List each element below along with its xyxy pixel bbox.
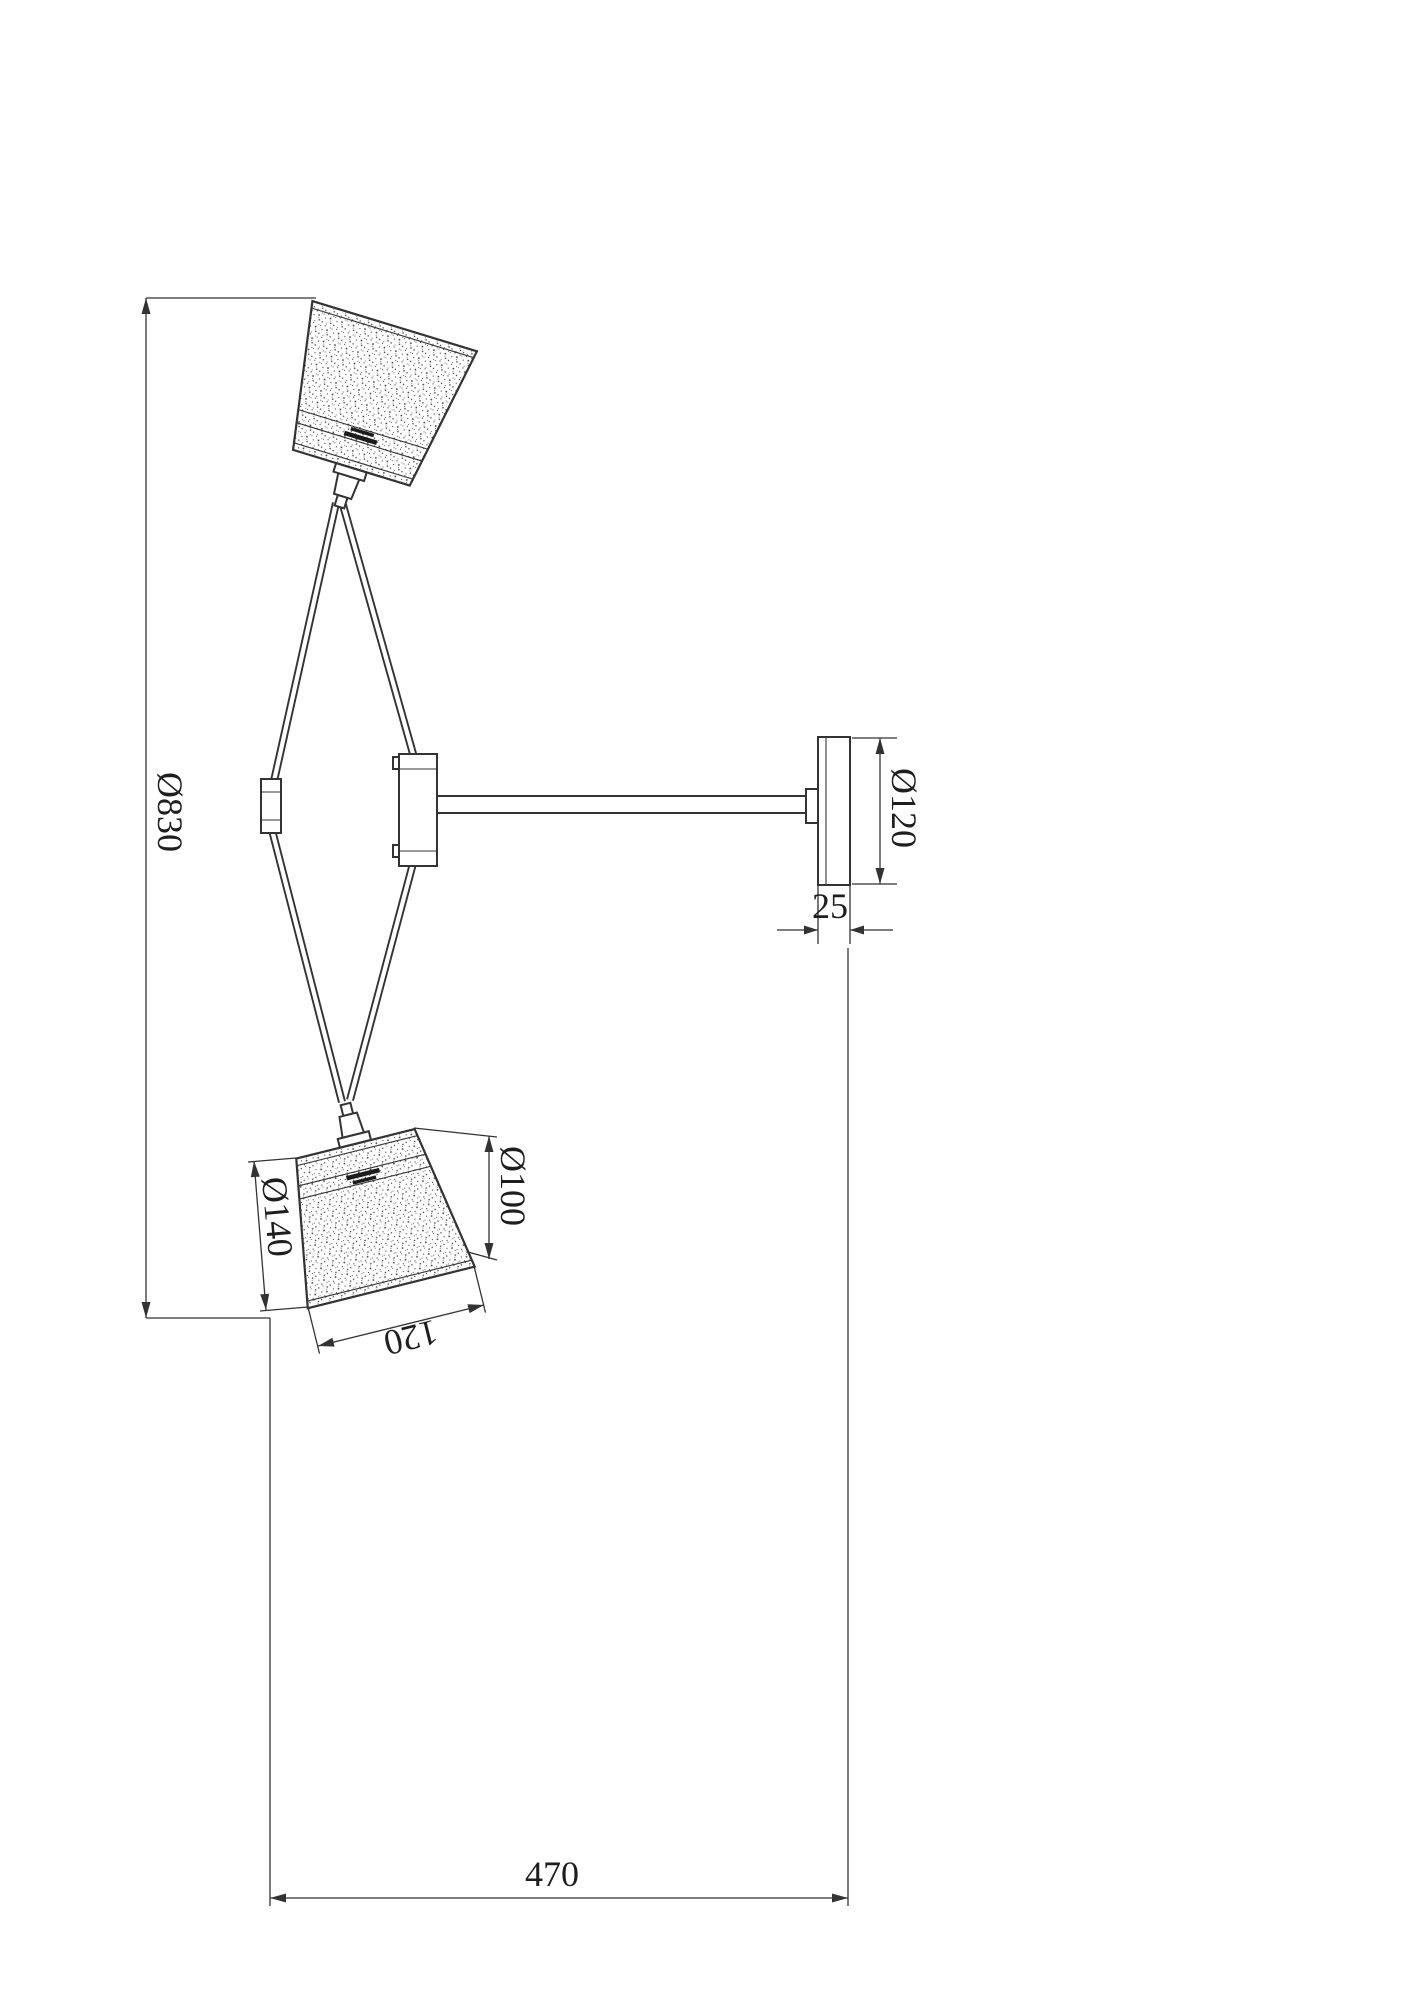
arrowhead (467, 1304, 484, 1314)
arrowhead (484, 1136, 494, 1152)
top-lampshade (256, 299, 479, 534)
arrowhead (270, 1893, 286, 1903)
hub-tab-bottom (392, 844, 400, 858)
arrowhead (804, 925, 818, 935)
arrowhead (875, 868, 885, 884)
dim-label-shade-top-diameter: Ø100 (493, 1146, 533, 1226)
wall-mount-assembly (436, 736, 851, 886)
dimension-shade-bottom-diameter: Ø140 (247, 1157, 309, 1312)
dimension-overall-height: Ø830 (141, 297, 316, 1906)
arrowhead (484, 1243, 494, 1259)
central-hub (392, 753, 438, 867)
dim-label-plate-thickness: 25 (812, 886, 848, 926)
arrowhead (141, 298, 151, 314)
hub-tab-top (392, 756, 400, 770)
scissor-arms (268, 502, 421, 1103)
arrowhead (250, 1161, 260, 1178)
dim-label-plate-diameter: Ø120 (884, 768, 924, 848)
arrowhead (832, 1893, 848, 1903)
dim-label-shade-bottom-diameter: Ø140 (254, 1175, 301, 1258)
dimension-shade-top-diameter: Ø100 (413, 1127, 533, 1261)
support-bar (436, 795, 810, 814)
dim-label-overall-height: Ø830 (150, 772, 190, 852)
left-pivot-block (260, 778, 282, 834)
dimension-plate-diameter: Ø120 (852, 737, 924, 885)
arrowhead (850, 925, 864, 935)
arrowhead (141, 1302, 151, 1318)
dimension-plate-thickness: 25 (777, 886, 893, 944)
wall-plate (817, 736, 851, 886)
dimension-projection: 470 (270, 948, 849, 1906)
dim-label-shade-height: 120 (380, 1312, 442, 1364)
dim-label-projection: 470 (525, 1854, 579, 1894)
arrowhead (875, 738, 885, 754)
bar-connector (805, 788, 819, 824)
arrowhead (318, 1337, 335, 1347)
arrowhead (260, 1293, 270, 1310)
